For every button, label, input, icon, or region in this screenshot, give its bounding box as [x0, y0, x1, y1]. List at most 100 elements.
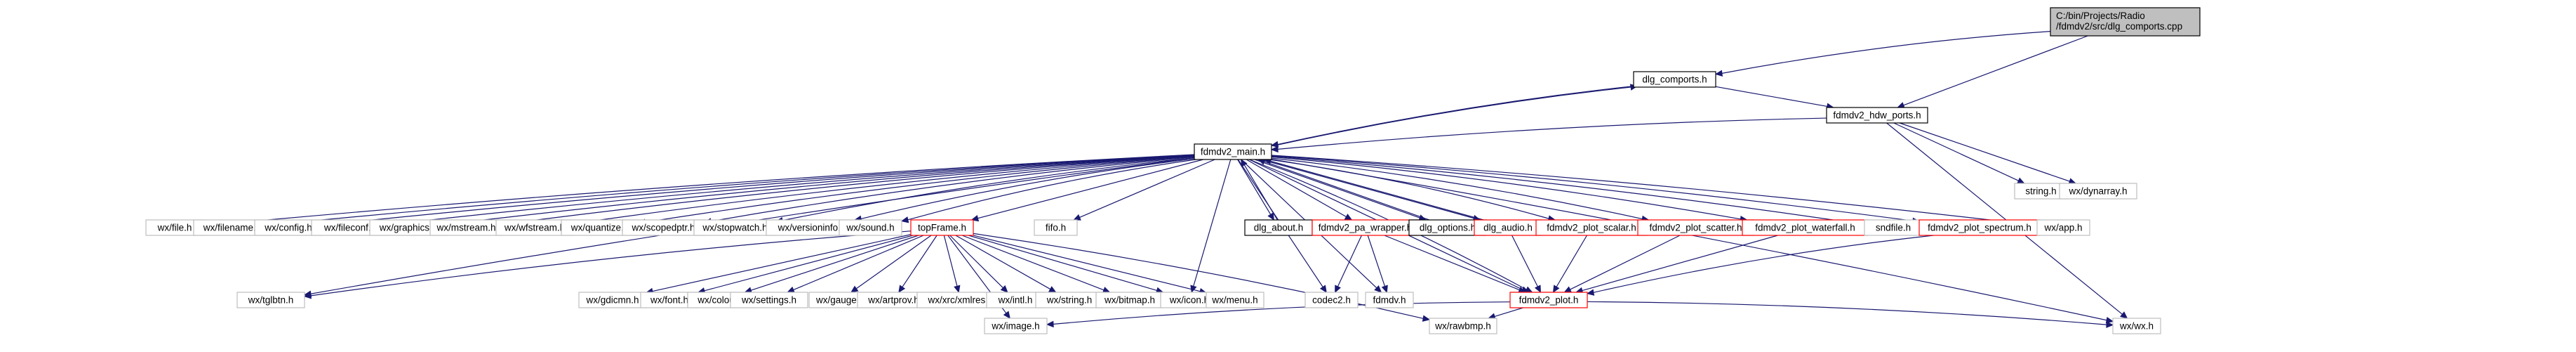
edge-line: [902, 235, 937, 287]
node-artprov[interactable]: wx/artprov.h: [857, 292, 930, 308]
edge-plot-to-wxwx: [1587, 301, 2114, 328]
node-box: [1365, 292, 1414, 308]
arrow-head: [1335, 285, 1341, 294]
edge-line: [1367, 235, 1386, 287]
node-wxapp[interactable]: wx/app.h: [2036, 219, 2090, 236]
arrow-head: [1552, 285, 1560, 294]
node-dynarray[interactable]: wx/dynarray.h: [2059, 183, 2137, 200]
edge-hdw_ports-to-string: [1893, 122, 2025, 184]
node-dlg_audio[interactable]: dlg_audio.h: [1474, 219, 1542, 236]
node-versioninfo[interactable]: wx/versioninfo.h: [766, 219, 858, 236]
node-main[interactable]: fdmdv2_main.h: [1194, 143, 1272, 160]
edge-root-to-hdw_ports: [1897, 35, 2088, 109]
node-dlg_comports[interactable]: dlg_comports.h: [1633, 71, 1716, 88]
node-sound[interactable]: wx/sound.h: [839, 219, 902, 236]
edge-topframe-to-settings: [787, 235, 924, 293]
node-label: wx/sound.h: [846, 223, 894, 233]
node-settings[interactable]: wx/settings.h: [730, 292, 808, 308]
edge-line: [1270, 160, 1484, 221]
node-scopedptr[interactable]: wx/scopedptr.h: [622, 219, 705, 236]
edge-main-to-fifo: [1073, 159, 1215, 221]
arrow-head: [850, 285, 859, 293]
edge-dlg_about-to-main: [1240, 158, 1278, 221]
node-filename[interactable]: wx/filename.h: [193, 219, 272, 236]
node-label: wx/quantize.h: [570, 223, 629, 233]
node-codec2[interactable]: codec2.h: [1304, 292, 1359, 308]
node-wxstring[interactable]: wx/string.h: [1035, 292, 1104, 308]
node-gauge[interactable]: wx/gauge.h: [808, 292, 872, 308]
node-tglbtn[interactable]: wx/tglbtn.h: [236, 292, 305, 308]
node-dlg_about[interactable]: dlg_about.h: [1244, 219, 1313, 236]
node-box: [236, 292, 305, 308]
edge-line: [1582, 235, 1778, 292]
edge-line: [1384, 235, 1520, 291]
node-rawbmp[interactable]: wx/rawbmp.h: [1429, 318, 1497, 334]
node-label: dlg_about.h: [1254, 223, 1304, 233]
node-plot_scatter[interactable]: fdmdv2_plot_scatter.h: [1637, 219, 1754, 236]
node-label: wx/icon.h: [1169, 295, 1209, 306]
edge-topframe-to-gauge: [850, 235, 932, 293]
node-topframe[interactable]: topFrame.h: [910, 219, 974, 236]
node-wxwx[interactable]: wx/wx.h: [2112, 318, 2161, 334]
node-fifo[interactable]: fifo.h: [1034, 219, 1078, 236]
node-quantize[interactable]: wx/quantize.h: [561, 219, 639, 236]
edge-topframe-to-icon: [968, 235, 1164, 294]
node-label: dlg_audio.h: [1483, 223, 1533, 233]
node-graphics[interactable]: wx/graphics.h: [369, 219, 448, 236]
edge-line: [1886, 122, 2123, 315]
node-plot_spectrum[interactable]: fdmdv2_plot_spectrum.h: [1918, 219, 2041, 236]
node-root[interactable]: C:/bin/Projects/Radio/fdmdv2/src/dlg_com…: [2050, 7, 2201, 37]
node-dlg_options[interactable]: dlg_options.h: [1408, 219, 1487, 236]
arrow-head: [1003, 311, 1010, 319]
node-box: [2036, 219, 2090, 236]
node-intl[interactable]: wx/intl.h: [986, 292, 1045, 308]
arrow-head: [1524, 286, 1533, 293]
edge-line: [579, 155, 1195, 223]
node-wfstream[interactable]: wx/wfstream.h: [495, 219, 574, 236]
arrow-head: [1534, 285, 1542, 294]
node-icon[interactable]: wx/icon.h: [1160, 292, 1219, 308]
node-label: wx/string.h: [1046, 295, 1093, 306]
node-mstream[interactable]: wx/mstream.h: [429, 219, 503, 236]
node-box: [1429, 318, 1497, 334]
node-wxfile[interactable]: wx/file.h: [145, 219, 204, 236]
edge-topframe-to-gdicmn: [645, 234, 912, 295]
edge-line: [704, 235, 914, 292]
node-plot[interactable]: fdmdv2_plot.h: [1509, 292, 1588, 308]
node-box: [1206, 292, 1264, 308]
arrow-head: [1270, 145, 1279, 153]
edge-line: [1570, 235, 1681, 290]
node-box: [1509, 292, 1588, 308]
node-plot_scalar[interactable]: fdmdv2_plot_scalar.h: [1535, 219, 1648, 236]
node-xmlres[interactable]: wx/xrc/xmlres.h: [916, 292, 1005, 308]
arrow-head: [1000, 285, 1008, 293]
edge-line: [750, 235, 919, 291]
node-label: fifo.h: [1046, 223, 1066, 233]
edge-hdw_ports-to-main: [1270, 117, 1827, 153]
node-box: [910, 219, 974, 236]
node-label: fdmdv2_pa_wrapper.h: [1319, 223, 1413, 233]
node-bitmap[interactable]: wx/bitmap.h: [1095, 292, 1164, 308]
node-pa_wrapper[interactable]: fdmdv2_pa_wrapper.h: [1312, 219, 1419, 236]
node-image[interactable]: wx/image.h: [984, 318, 1048, 334]
edge-main-to-dlg_options: [1254, 159, 1427, 221]
edge-plot_spectrum-to-plot: [1586, 235, 1934, 296]
arrow-head: [2106, 321, 2114, 328]
node-label: wx/image.h: [991, 321, 1039, 332]
node-config[interactable]: wx/config.h: [254, 219, 323, 236]
node-label: wx/wfstream.h: [504, 223, 565, 233]
arrow-head: [787, 286, 795, 293]
node-menu[interactable]: wx/menu.h: [1206, 292, 1264, 308]
node-fdmdv[interactable]: fdmdv.h: [1365, 292, 1414, 308]
arrow-head: [1422, 315, 1431, 322]
node-sndfile[interactable]: sndfile.h: [1864, 219, 1923, 236]
node-label: string.h: [2025, 186, 2056, 197]
arrow-head: [1046, 320, 1054, 328]
edge-topframe-to-rawbmp: [973, 233, 1431, 322]
edge-topframe-to-bitmap: [961, 235, 1111, 294]
node-plot_waterfall[interactable]: fdmdv2_plot_waterfall.h: [1742, 219, 1869, 236]
node-hdw_ports[interactable]: fdmdv2_hdw_ports.h: [1826, 107, 1928, 124]
edge-line: [1587, 301, 2107, 325]
node-stopwatch[interactable]: wx/stopwatch.h: [693, 219, 777, 236]
node-gdicmn[interactable]: wx/gdicmn.h: [578, 292, 647, 308]
